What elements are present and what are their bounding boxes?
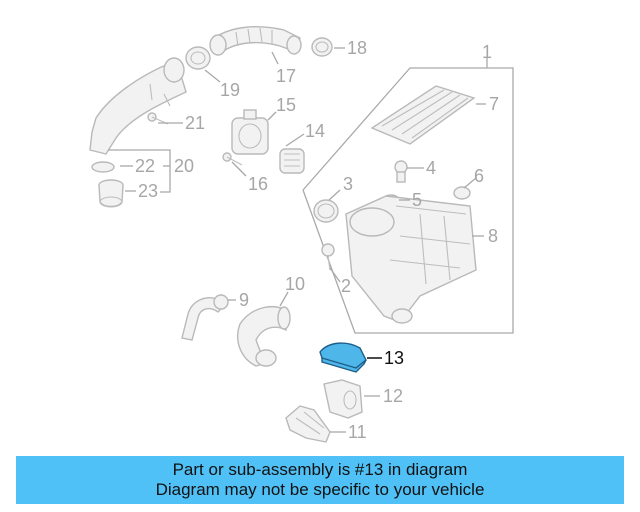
callout-7: 7 (489, 94, 499, 114)
callout-16: 16 (248, 174, 268, 194)
part-8-air-cleaner-housing (345, 195, 477, 324)
callout-8: 8 (488, 226, 498, 246)
callout-2: 2 (341, 276, 351, 296)
leader-lines (108, 47, 486, 433)
part-2-bolt (321, 243, 335, 271)
part-info-banner: Part or sub-assembly is #13 in diagram D… (16, 456, 624, 504)
callout-21: 21 (185, 113, 205, 133)
part-7-filter-element (370, 85, 476, 145)
callout-20: 20 (174, 156, 194, 176)
part-10-intake-duct (237, 305, 291, 367)
callout-15: 15 (276, 95, 296, 115)
part-13-air-duct-highlighted (319, 342, 367, 373)
callout-10: 10 (285, 274, 305, 294)
part-12-resonator (323, 379, 363, 419)
callout-5: 5 (412, 190, 422, 210)
exploded-parts-diagram: 1 2 3 4 5 6 7 8 9 10 11 12 13 14 15 16 1… (89, 26, 514, 443)
callout-labels: 1 2 3 4 5 6 7 8 9 10 11 12 13 14 15 16 1… (135, 38, 499, 442)
part-16-screw (222, 152, 243, 166)
callout-1: 1 (482, 42, 492, 62)
callout-19: 19 (220, 80, 240, 100)
part-17-corrugated-hose (209, 26, 302, 56)
assembly-bracket-1 (302, 58, 514, 334)
callout-23: 23 (138, 181, 158, 201)
callout-4: 4 (426, 158, 436, 178)
part-9-breather-hose (181, 294, 229, 341)
callout-12: 12 (383, 386, 403, 406)
part-6-seal-ring (453, 186, 471, 200)
callout-18: 18 (347, 38, 367, 58)
callout-17: 17 (276, 66, 296, 86)
banner-line-part-number: Part or sub-assembly is #13 in diagram (172, 460, 468, 479)
part-3-o-ring (313, 199, 339, 223)
callout-22: 22 (135, 156, 155, 176)
callout-13-highlighted: 13 (384, 348, 404, 368)
callout-14: 14 (305, 121, 325, 141)
part-22-gasket-ring (91, 161, 115, 173)
callout-11: 11 (348, 422, 367, 442)
part-19-clamp (185, 46, 211, 70)
part-15-air-flow-sensor (231, 109, 269, 155)
part-20-intake-pipe (89, 57, 187, 155)
callout-3: 3 (343, 174, 353, 194)
part-23-coupler (98, 179, 124, 208)
banner-line-disclaimer: Diagram may not be specific to your vehi… (155, 480, 485, 499)
callout-9: 9 (239, 290, 249, 310)
part-11-bracket (285, 405, 331, 443)
part-4-grommet (394, 160, 408, 183)
callout-6: 6 (474, 166, 484, 186)
part-18-hose-clamp (311, 37, 333, 57)
part-14-sensor-housing (279, 148, 305, 174)
